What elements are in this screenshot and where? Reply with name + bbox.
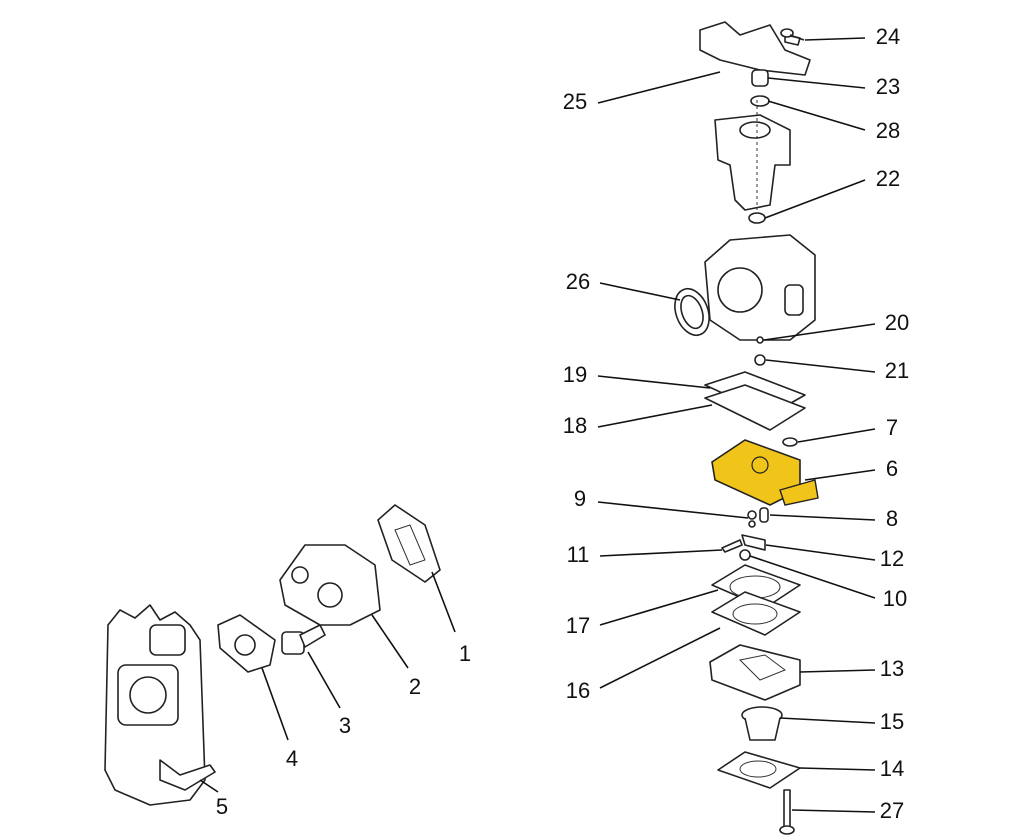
- leader-line-5: [199, 779, 219, 793]
- leader-line-19: [597, 375, 711, 389]
- leader-line-2: [371, 614, 409, 669]
- insulator-gasket-part-4: [217, 614, 276, 673]
- oring-part-7: [782, 437, 798, 447]
- part-label-11: 11: [567, 542, 590, 567]
- part-label-9: 9: [574, 486, 586, 511]
- screw-part-24: [780, 28, 805, 41]
- leader-line-13: [799, 669, 876, 673]
- leader-line-21: [765, 359, 876, 373]
- part-label-5: 5: [216, 794, 228, 819]
- part-label-24: 24: [876, 24, 900, 49]
- part-label-3: 3: [339, 713, 351, 738]
- leader-line-18: [597, 404, 713, 428]
- lever-part-12: [741, 534, 766, 551]
- part-label-13: 13: [880, 656, 904, 681]
- leader-line-1: [431, 571, 456, 633]
- part-label-25: 25: [563, 89, 587, 114]
- cover-part-13: [709, 644, 801, 701]
- leader-line-24: [804, 37, 866, 41]
- part-label-12: 12: [880, 546, 904, 571]
- pump-body-part-6-highlighted: [711, 439, 819, 506]
- part-label-17: 17: [566, 613, 590, 638]
- part-label-1: 1: [459, 641, 471, 666]
- part-label-2: 2: [409, 674, 421, 699]
- seal-ring-part-26: [674, 287, 710, 337]
- leader-lines: [199, 37, 876, 813]
- part-label-22: 22: [876, 166, 900, 191]
- part-label-20: 20: [885, 310, 909, 335]
- spring-part-11: [721, 539, 743, 553]
- leader-line-10: [749, 555, 876, 599]
- part-label-15: 15: [880, 709, 904, 734]
- leader-line-4: [261, 667, 289, 741]
- leader-line-23: [767, 77, 866, 89]
- valve-part-8: [759, 507, 769, 523]
- leader-line-20: [763, 323, 876, 341]
- leader-line-28: [767, 100, 866, 131]
- part-label-6: 6: [886, 456, 898, 481]
- diaphragm-part-18: [704, 384, 806, 431]
- leader-line-27: [791, 809, 876, 813]
- part-label-8: 8: [886, 506, 898, 531]
- gasket-part-16: [711, 591, 801, 636]
- needle-part-9: [747, 510, 757, 528]
- part-label-14: 14: [880, 756, 904, 781]
- part-label-23: 23: [876, 74, 900, 99]
- screw-part-27: [779, 789, 795, 835]
- leader-line-12: [765, 544, 876, 561]
- leader-line-3: [307, 651, 341, 709]
- part-label-16: 16: [566, 678, 590, 703]
- part-label-7: 7: [886, 415, 898, 440]
- screw-part-21: [754, 354, 766, 366]
- washer-part-22: [748, 212, 766, 224]
- leader-line-26: [599, 282, 681, 301]
- retainer-part-14: [717, 751, 801, 789]
- screw-part-10: [739, 549, 751, 561]
- leader-line-9: [597, 501, 749, 519]
- throttle-body-part: [714, 100, 791, 211]
- part-label-10: 10: [883, 586, 907, 611]
- part-label-19: 19: [563, 362, 587, 387]
- part-label-4: 4: [286, 746, 298, 771]
- leader-line-8: [769, 514, 876, 521]
- leader-line-25: [597, 71, 721, 104]
- part-label-26: 26: [566, 269, 590, 294]
- primer-bulb-part-15: [741, 706, 783, 741]
- leader-line-17: [599, 589, 719, 626]
- leader-line-6: [804, 469, 876, 481]
- oring-part-20: [756, 336, 764, 344]
- part-label-28: 28: [876, 118, 900, 143]
- leader-line-7: [797, 428, 876, 443]
- leader-line-11: [599, 549, 723, 557]
- leader-line-16: [599, 627, 721, 689]
- carburetor-assembly-part-5: [104, 604, 216, 806]
- intake-adapter-part-2: [279, 544, 381, 626]
- leader-line-22: [764, 179, 866, 219]
- nut-part-23: [751, 69, 769, 87]
- bracket-part-25: [699, 21, 811, 76]
- bolt-part-3: [281, 624, 326, 655]
- washer-part-28: [750, 95, 770, 107]
- carburetor-body: [704, 234, 816, 341]
- leader-line-14: [799, 767, 876, 771]
- part-label-21: 21: [885, 358, 909, 383]
- part-label-27: 27: [880, 798, 904, 823]
- leader-line-15: [779, 717, 876, 724]
- part-label-18: 18: [563, 413, 587, 438]
- gasket-part-1: [377, 504, 441, 583]
